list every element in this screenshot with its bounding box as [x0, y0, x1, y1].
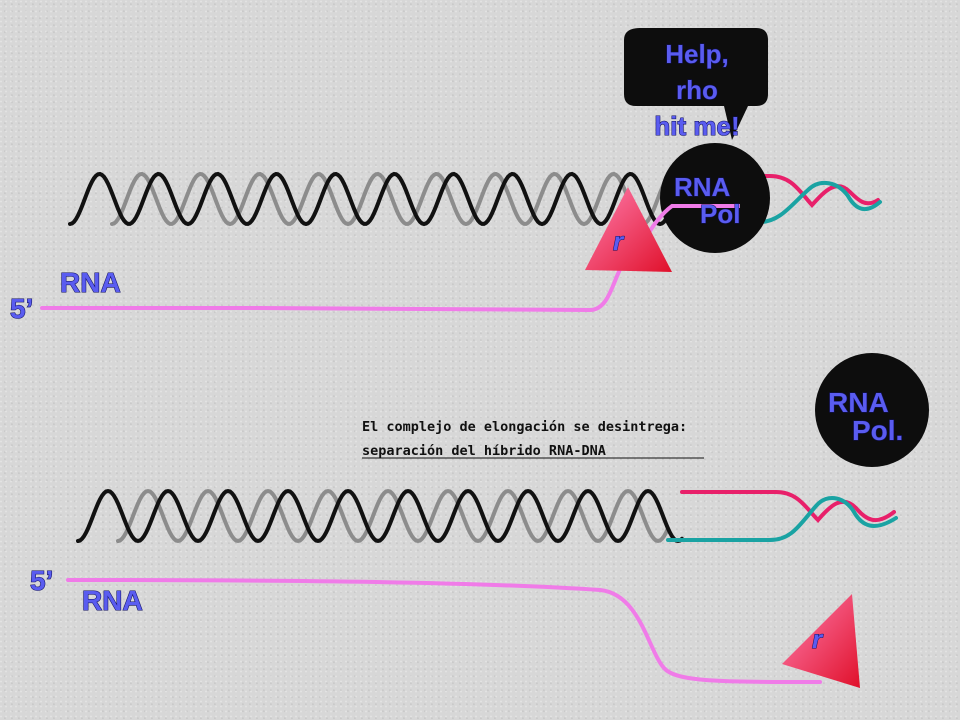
speech-bubble-line1: Help,: [665, 39, 729, 69]
bottom-dna-black-strand: [76, 488, 684, 544]
top-rna-pol-label-line1: RNA: [674, 172, 731, 202]
bottom-panel: RNA Pol. El complejo de elongación se de…: [29, 353, 929, 688]
bottom-rna-pol-label-line1: RNA: [828, 387, 889, 418]
bottom-rna-label: RNA: [82, 585, 143, 616]
bottom-rna-transcript: [66, 578, 822, 684]
caption-line2: separación del híbrido RNA-DNA: [362, 443, 606, 459]
top-panel: RNA Pol r RNA 5’ Help, rho hit me!: [9, 28, 882, 325]
top-rna-pol-label-line2: Pol: [700, 199, 740, 229]
bottom-dna-gray-strand: [116, 488, 670, 544]
top-rna-polymerase: [660, 143, 770, 253]
speech-bubble-line3: hit me!: [654, 111, 739, 141]
top-rho-factor: [585, 187, 672, 272]
top-rho-symbol: r: [613, 226, 625, 256]
top-dna-black-strand: [68, 171, 672, 227]
bottom-rho-factor: [782, 594, 860, 688]
speech-bubble-line2: rho: [676, 75, 718, 105]
top-template-strand-bubble: [688, 180, 882, 224]
top-coding-strand-bubble: [666, 174, 880, 208]
caption-line1: El complejo de elongación se desintrega:: [362, 419, 687, 435]
top-rna-label: RNA: [60, 267, 121, 298]
bottom-five-prime-label: 5’: [30, 565, 53, 596]
bottom-template-strand-bubble: [666, 496, 898, 542]
speech-bubble: [624, 28, 768, 140]
bottom-coding-strand-bubble: [680, 490, 896, 523]
bottom-rna-pol-label-line2: Pol.: [852, 415, 903, 446]
bottom-rho-symbol: r: [812, 624, 824, 654]
top-dna-gray-strand: [110, 171, 670, 227]
top-five-prime-label: 5’: [10, 293, 33, 324]
bottom-rna-polymerase: [815, 353, 929, 467]
